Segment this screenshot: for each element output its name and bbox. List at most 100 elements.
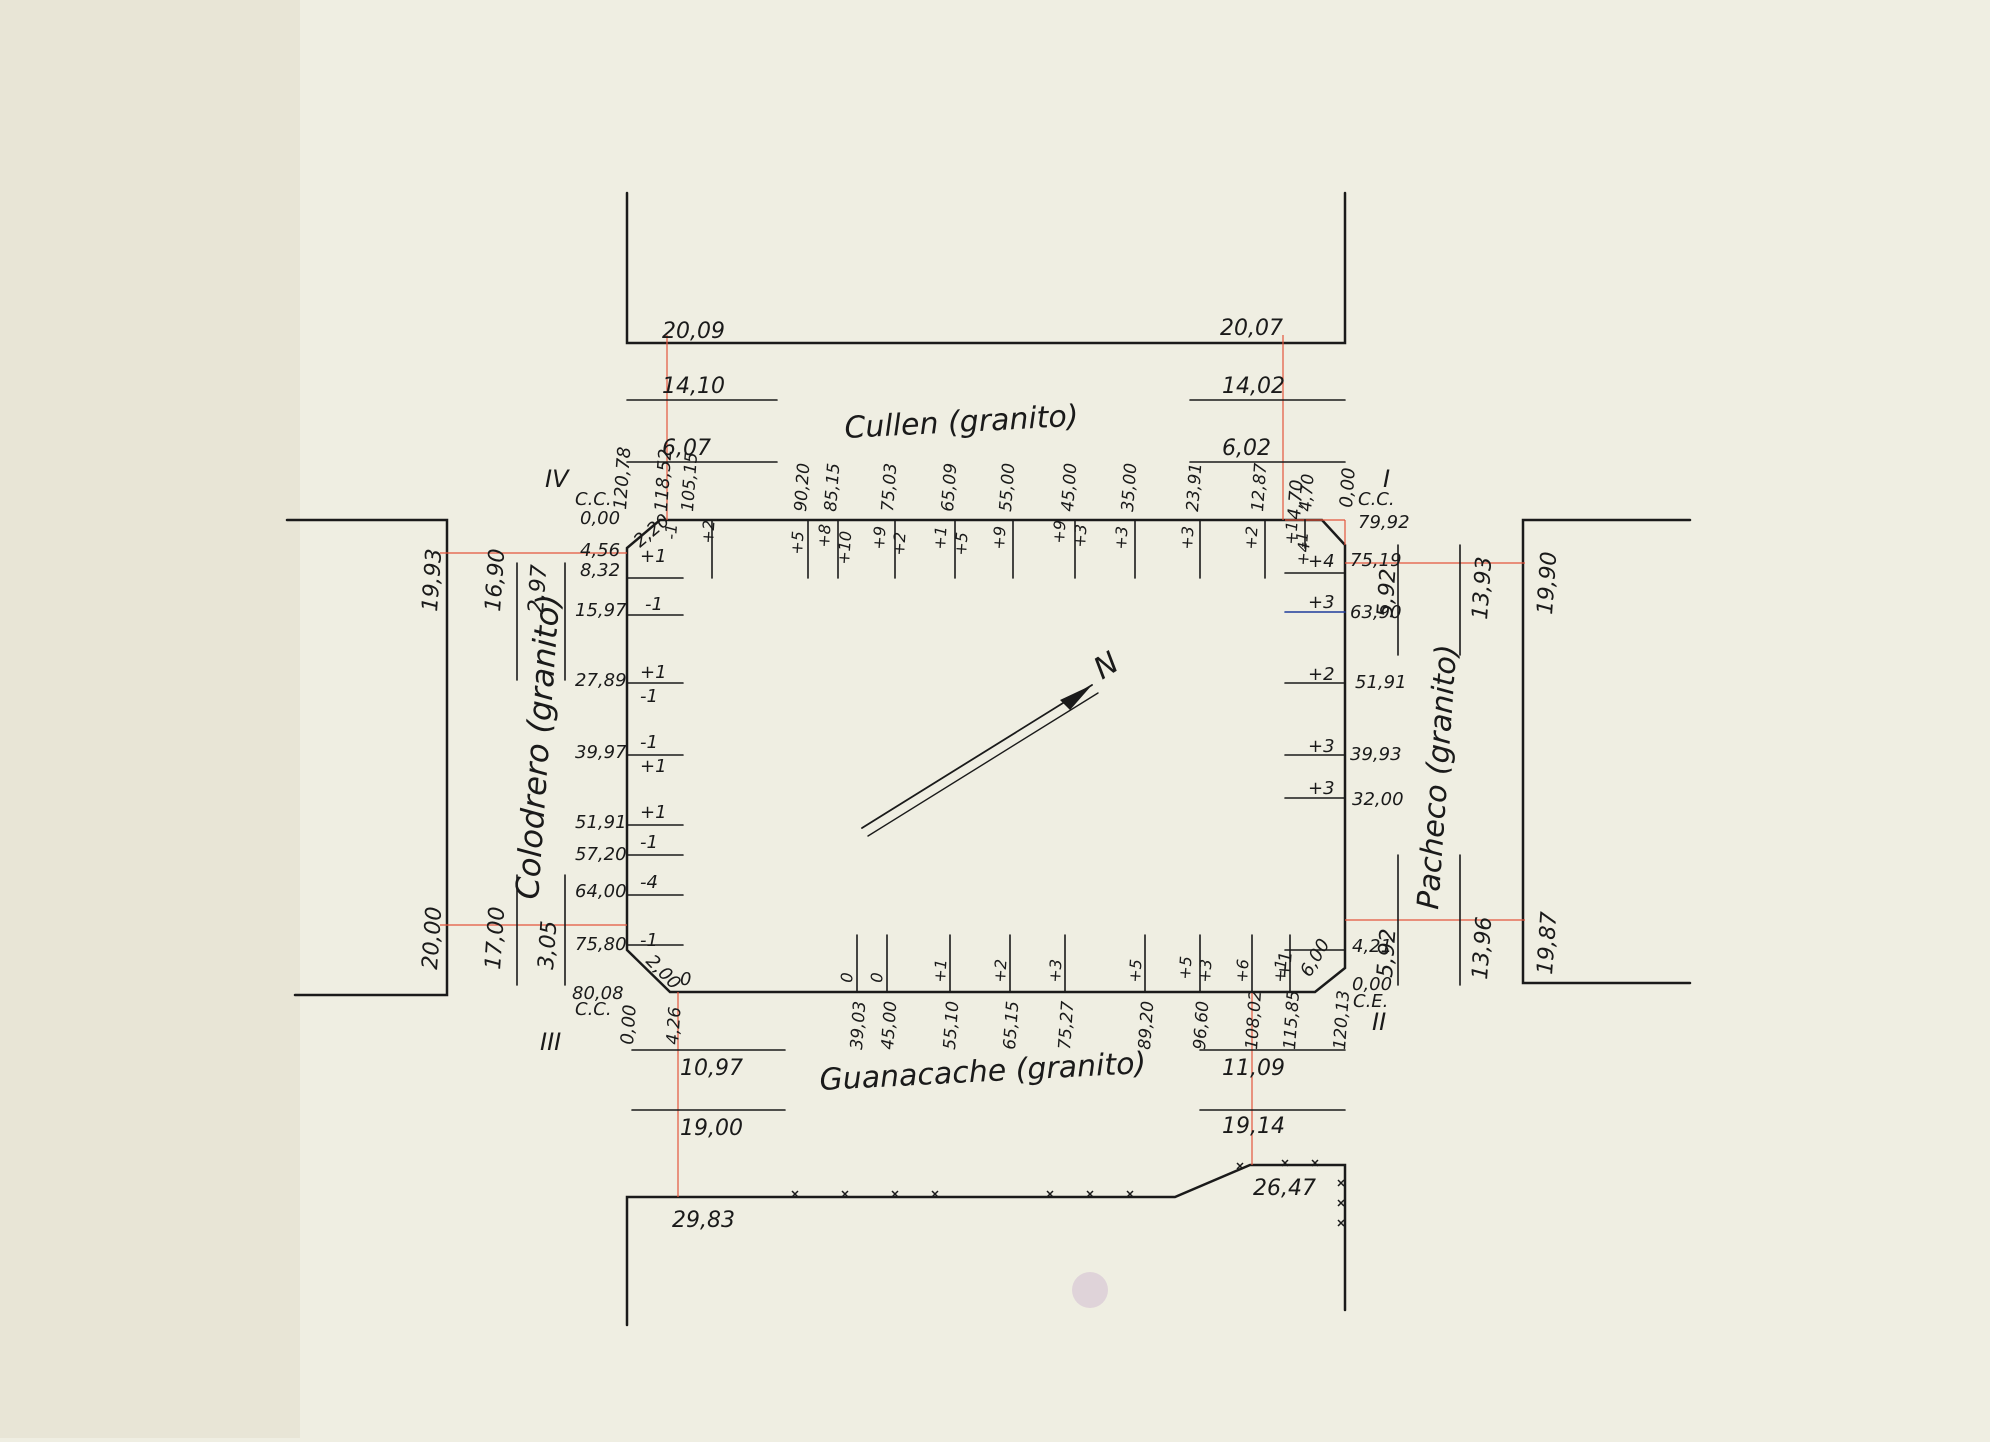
west-chainage-value: 4,56 <box>580 540 620 561</box>
south-offset-right-b: 19,14 <box>1222 1114 1285 1139</box>
corner-se-zero: 0,00 <box>1352 974 1392 995</box>
north-level-value: +4 <box>1293 541 1314 566</box>
west-offset-far-bottom: 20,00 <box>418 906 447 971</box>
east-ticks <box>1284 544 1461 986</box>
west-level-value: -1 <box>640 930 658 951</box>
west-chainage-value: 64,00 <box>575 881 627 902</box>
north-chainage-value: 35,00 <box>1118 462 1141 512</box>
east-chainage-value: 75,19 <box>1350 550 1402 571</box>
west-level-value: +1 <box>640 546 667 567</box>
north-chainage-value: 105,15 <box>678 452 702 513</box>
west-ticks <box>516 562 684 986</box>
east-level-value: +3 <box>1308 736 1335 757</box>
north-level-value: +8 <box>814 523 835 548</box>
south-chainage-value: 55,10 <box>940 1000 963 1050</box>
south-chainage-value: 120,13 <box>1330 990 1354 1051</box>
south-chainage-value: 45,00 <box>878 1000 901 1050</box>
red-reference-lines <box>440 335 1525 1197</box>
north-level-value: +9 <box>989 525 1010 550</box>
south-levels: 0 0 +1 +2 +3 +5 +5 +3 +6 +1 <box>837 955 1291 983</box>
west-level-value: -1 <box>640 732 658 753</box>
south-level-value: +6 <box>1232 958 1253 983</box>
east-chainage-value: 39,93 <box>1350 744 1402 765</box>
corner-sw-cc: C.C. <box>575 999 612 1020</box>
west-chainage-value: 15,97 <box>575 600 627 621</box>
neighbor-blocks <box>285 191 1692 1327</box>
north-level-value: +10 <box>834 530 855 565</box>
north-level-value: +5 <box>951 531 972 556</box>
west-chainage-value: 8,32 <box>580 560 620 581</box>
corner-nw-zero: 0,00 <box>580 508 620 529</box>
south-chainage-value: 96,60 <box>1190 1000 1213 1050</box>
west-level-value: 0 <box>680 969 691 990</box>
east-offset-near-top: 5,92 <box>1373 568 1401 619</box>
west-chainage-value: 51,91 <box>575 812 627 833</box>
block-outline <box>625 518 1347 994</box>
east-offsets: 5,92 13,93 19,90 5,92 13,96 19,87 <box>1373 551 1562 981</box>
south-offset-right-c: 26,47 <box>1253 1176 1316 1201</box>
corner-sw-v1: 80,08 <box>572 983 624 1004</box>
south-offset-left-a: 10,97 <box>680 1056 743 1081</box>
north-level-value: +9 <box>869 525 890 550</box>
south-offset-left-c: 29,83 <box>672 1208 735 1233</box>
west-chainage-value: 75,80 <box>575 934 627 955</box>
south-chainage-value: 75,27 <box>1055 1000 1078 1050</box>
west-offset-mid-top: 16,90 <box>481 548 510 613</box>
north-level-value: +1 <box>1281 520 1302 545</box>
west-level-value: +1 <box>640 802 667 823</box>
north-chainage-value: 12,87 <box>1248 462 1271 512</box>
east-chamfer: 4,70 6,00 <box>1284 479 1334 981</box>
corner-nw-v1: 120,78 <box>610 446 635 510</box>
north-chainage-value: 23,91 <box>1183 462 1206 512</box>
east-chainage: 79,92 75,19 63,90 51,91 39,93 32,00 4,21 <box>1350 512 1410 957</box>
corner-ne-cc: C.C. <box>1358 489 1395 510</box>
corner-nw-cc: C.C. <box>575 489 612 510</box>
east-offset-far-bottom: 19,87 <box>1533 911 1562 976</box>
south-chainage-value: 39,03 <box>847 1000 870 1050</box>
east-level-value: +3 <box>1308 778 1335 799</box>
north-level-value: +3 <box>1177 525 1198 550</box>
corner-ne-zero: 0,00 <box>1336 467 1360 508</box>
west-levels: +1 -1 +1 -1 -1 +1 +1 -1 -4 -1 0 <box>640 546 691 990</box>
north-dimensions: 20,09 20,07 14,10 6,07 14,02 6,02 <box>662 316 1285 461</box>
north-chainage: 105,15 90,20 85,15 75,03 65,09 55,00 45,… <box>678 452 1319 513</box>
north-top-left: 20,09 <box>662 319 725 344</box>
north-level-value: +2 <box>889 531 910 556</box>
west-level-value: -4 <box>640 872 658 893</box>
south-level-value: +5 <box>1125 958 1146 983</box>
west-level-value: -1 <box>640 832 658 853</box>
corner-labels: IV C.C. 0,00 120,78 118,52 I C.C. 0,00 I… <box>540 446 1395 1056</box>
west-offset-far-top: 19,93 <box>418 548 447 613</box>
north-offset-right-a: 14,02 <box>1222 374 1285 399</box>
north-level-value: +2 <box>698 519 719 544</box>
north-chainage-value: 55,00 <box>996 462 1019 512</box>
south-chainage-value: 65,15 <box>1000 1000 1023 1050</box>
north-chainage-value: 4,70 <box>1296 473 1319 512</box>
corner-sw-zero: 0,00 <box>617 1004 641 1045</box>
west-chainage-value: 39,97 <box>575 742 627 763</box>
south-level-value: 0 <box>837 972 857 983</box>
north-top-right: 20,07 <box>1220 316 1283 341</box>
west-offsets: 19,93 16,90 2,97 20,00 17,00 3,05 <box>418 548 562 971</box>
west-chainage-value: 57,20 <box>575 844 627 865</box>
north-levels: -1 +2 +5 +8 +10 +9 +2 +1 +5 +9 +9 +3 +3 … <box>661 519 1314 566</box>
west-level-value: -1 <box>640 686 658 707</box>
west-offset-near-top: 2,97 <box>524 564 552 615</box>
west-chainage-value: 27,89 <box>575 670 627 691</box>
arrow-head-icon <box>1060 685 1092 710</box>
south-level-value: +1 <box>930 958 951 983</box>
corner-sw-roman: III <box>540 1028 561 1056</box>
south-level-value: +2 <box>990 958 1011 983</box>
north-level-value: +9 <box>1049 519 1070 544</box>
west-level-value: +1 <box>640 662 667 683</box>
west-offset-mid-bottom: 17,00 <box>481 906 510 971</box>
north-level-value: +2 <box>1241 525 1262 550</box>
north-chainage-value: 85,15 <box>821 462 844 512</box>
west-level-value: +1 <box>640 756 667 777</box>
corner-nw-v2: 118,52 <box>651 448 676 512</box>
corner-ne-roman: I <box>1383 465 1390 493</box>
corner-nw-roman: IV <box>545 465 570 493</box>
paper-shadow <box>0 0 300 1438</box>
